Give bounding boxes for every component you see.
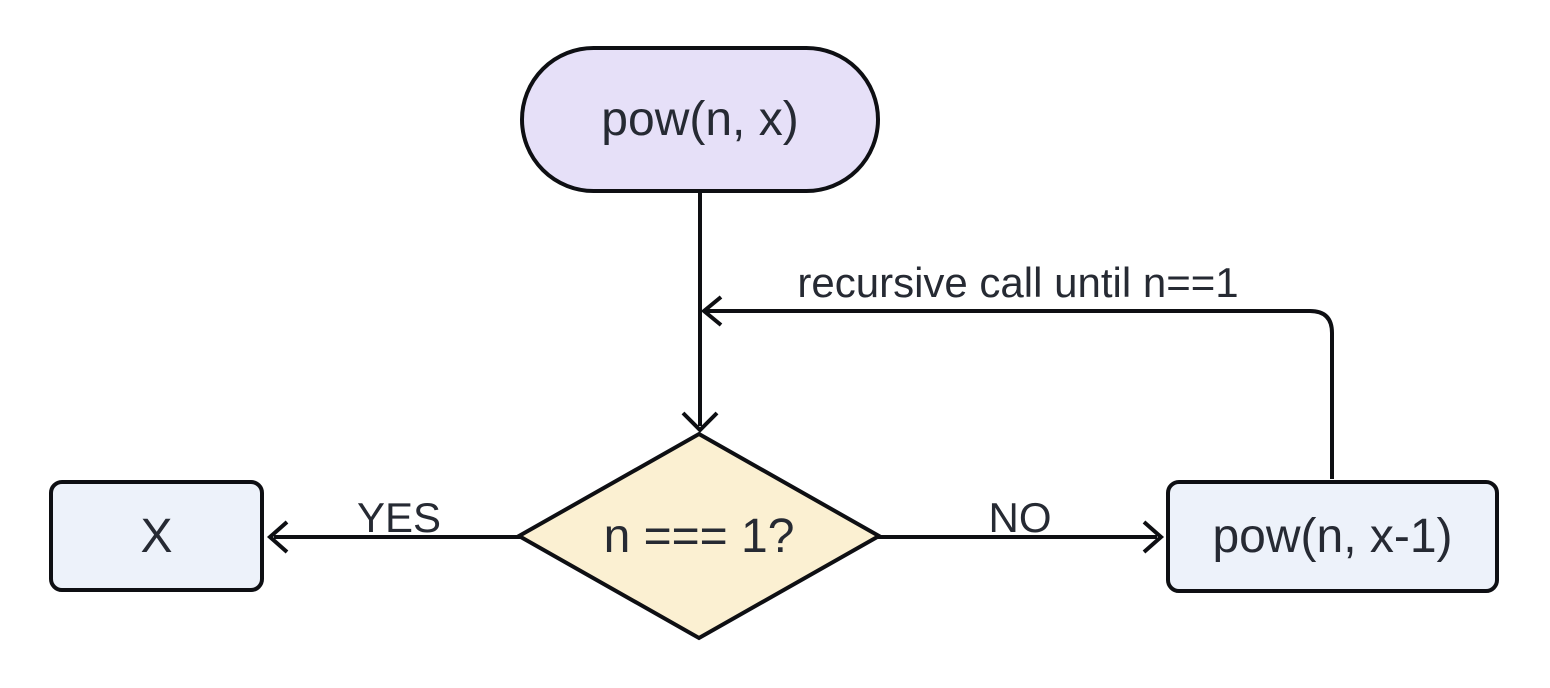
edge-label-no: NO: [988, 494, 1052, 541]
node-start-label: pow(n, x): [601, 93, 799, 146]
edge-label-yes: YES: [356, 494, 442, 541]
node-base-case-label: X: [140, 509, 173, 563]
decision-diamond-shape: [514, 431, 884, 641]
node-recursive-case: pow(n, x-1): [1166, 480, 1499, 593]
node-start: pow(n, x): [520, 46, 880, 193]
node-decision: n === 1?: [520, 434, 878, 638]
edge-label-recursive-loop: recursive call until n==1: [797, 259, 1239, 306]
edge-start-to-decision-arrowhead-icon: [681, 411, 719, 433]
edge-decision-to-recursive-arrowhead-icon: [1142, 520, 1165, 554]
node-recursive-case-label: pow(n, x-1): [1212, 510, 1453, 563]
edge-decision-to-base-arrowhead-icon: [266, 520, 289, 554]
edge-recursive-loop: [707, 309, 1334, 479]
node-base-case: X: [49, 480, 264, 592]
edge-recursive-loop-arrowhead-icon: [700, 295, 723, 327]
node-decision-label: n === 1?: [603, 509, 795, 563]
